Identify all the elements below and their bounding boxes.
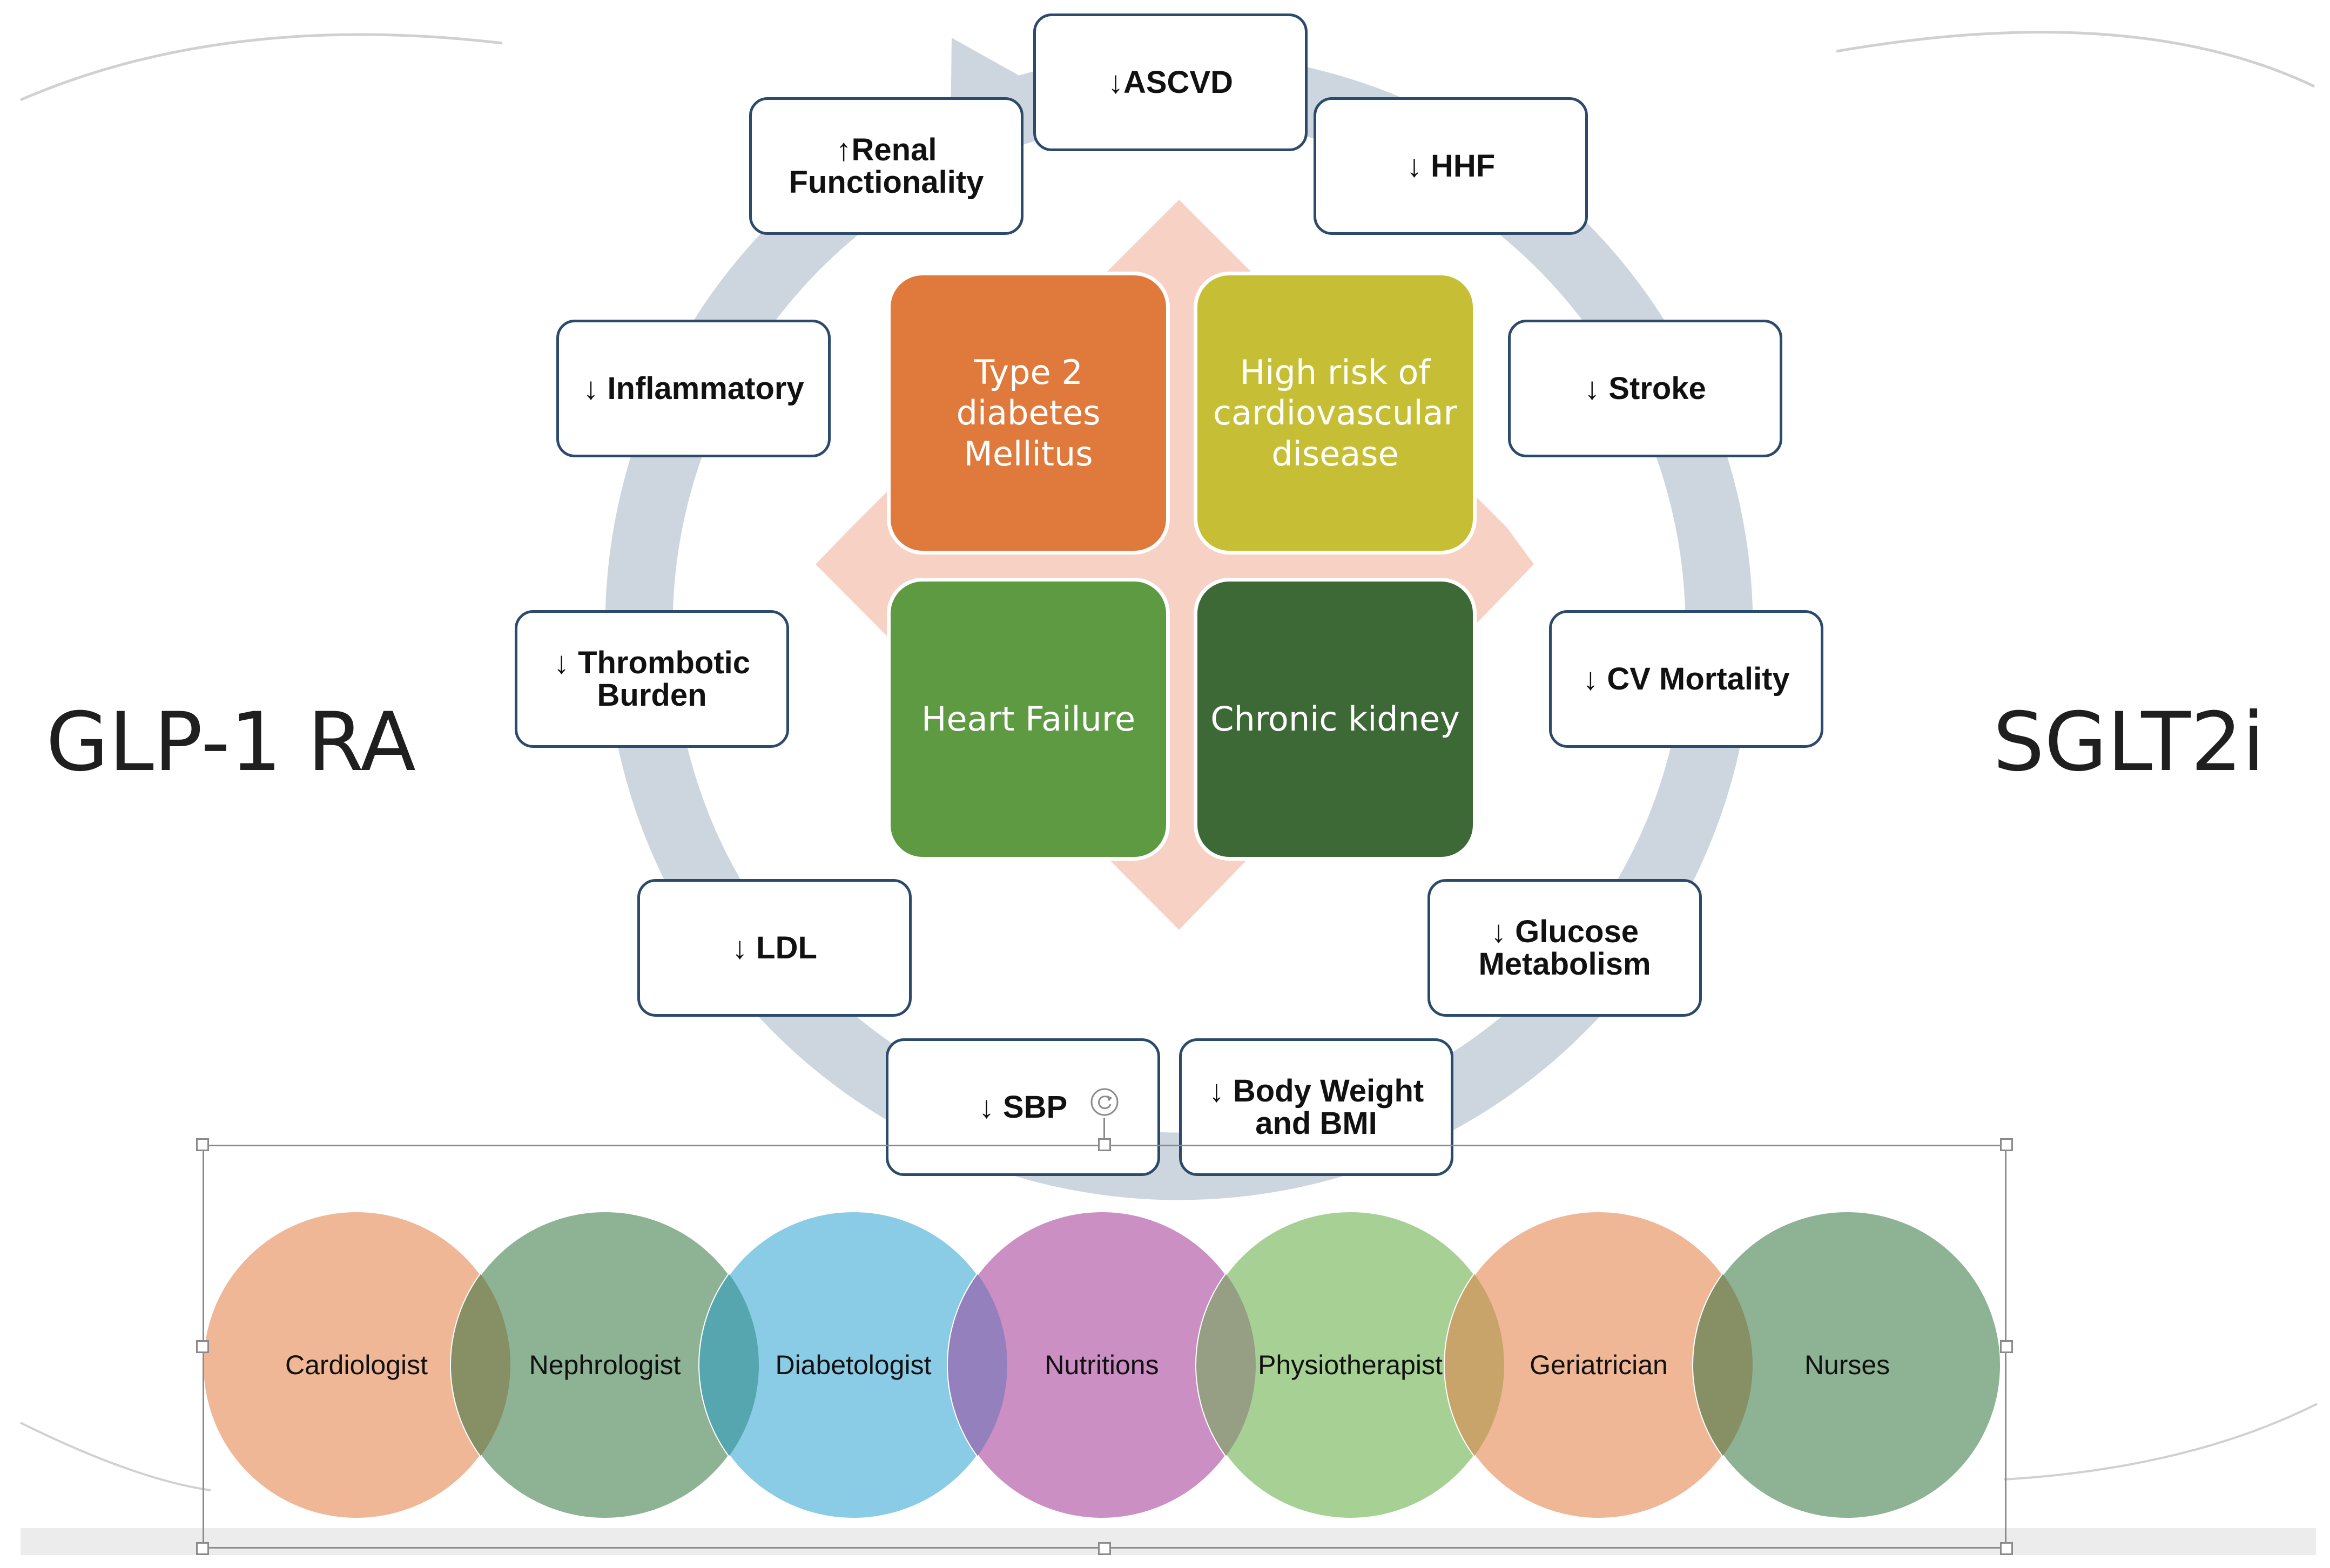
condition-label: Heart Failure [921,699,1136,739]
benefit-cv-mortality: ↓ CV Mortality [1549,610,1823,748]
resize-handle-top-left[interactable] [196,1138,209,1151]
resize-handle-right[interactable] [2000,1340,2013,1353]
rotate-handle-stem [1103,1118,1105,1139]
resize-handle-left[interactable] [196,1340,209,1353]
sglt2i-label: SGLT2i [1993,695,2265,789]
benefit-ascvd: ↓ASCVD [1033,13,1308,151]
glp1-ra-label: GLP-1 RA [46,695,416,789]
slide-curve-top-left [20,33,503,102]
resize-handle-top-right[interactable] [2000,1138,2013,1151]
condition-chronic-kidney: Chronic kidney [1194,578,1477,861]
resize-handle-bottom-left[interactable] [196,1542,209,1555]
condition-label: Type 2 diabetes Mellitus [956,352,1101,474]
resize-handle-bottom[interactable] [1098,1542,1111,1555]
team-label-nephrologist: Nephrologist [529,1350,681,1380]
team-label-geriatrician: Geriatrician [1530,1350,1668,1380]
condition-label: High risk of cardiovascular disease [1213,352,1458,474]
benefit-glucose-metabolism: ↓ Glucose Metabolism [1427,879,1702,1017]
slide-curve-bottom-right [2003,1403,2318,1481]
selection-frame[interactable] [203,1145,2006,1549]
team-label-nurses: Nurses [1804,1350,1890,1380]
team-label-nutritions: Nutritions [1045,1350,1159,1380]
condition-cardiovascular-risk: High risk of cardiovascular disease [1194,272,1477,555]
resize-handle-bottom-right[interactable] [2000,1542,2013,1555]
benefit-renal-functionality: ↑Renal Functionality [749,97,1023,235]
benefit-hhf: ↓ HHF [1314,97,1588,235]
team-label-diabetologist: Diabetologist [775,1350,932,1380]
resize-handle-top[interactable] [1098,1138,1111,1151]
condition-type2-diabetes: Type 2 diabetes Mellitus [887,272,1170,555]
benefit-ldl: ↓ LDL [637,879,912,1017]
benefit-body-weight: ↓ Body Weight and BMI [1179,1038,1453,1176]
team-label-physiotherapist: Physiotherapist [1258,1350,1443,1380]
condition-label: Chronic kidney [1210,699,1460,739]
benefit-thrombotic-burden: ↓ Thrombotic Burden [515,610,789,748]
slide-curve-bottom-left [20,1422,211,1491]
team-label-cardiologist: Cardiologist [285,1350,428,1380]
slide-bottom-band [21,1528,2316,1555]
benefit-inflammatory: ↓ Inflammatory [556,320,831,457]
condition-heart-failure: Heart Failure [887,578,1170,861]
rotate-icon[interactable] [1089,1086,1120,1118]
slide-curve-top-right [1836,31,2315,88]
benefit-stroke: ↓ Stroke [1508,320,1782,457]
